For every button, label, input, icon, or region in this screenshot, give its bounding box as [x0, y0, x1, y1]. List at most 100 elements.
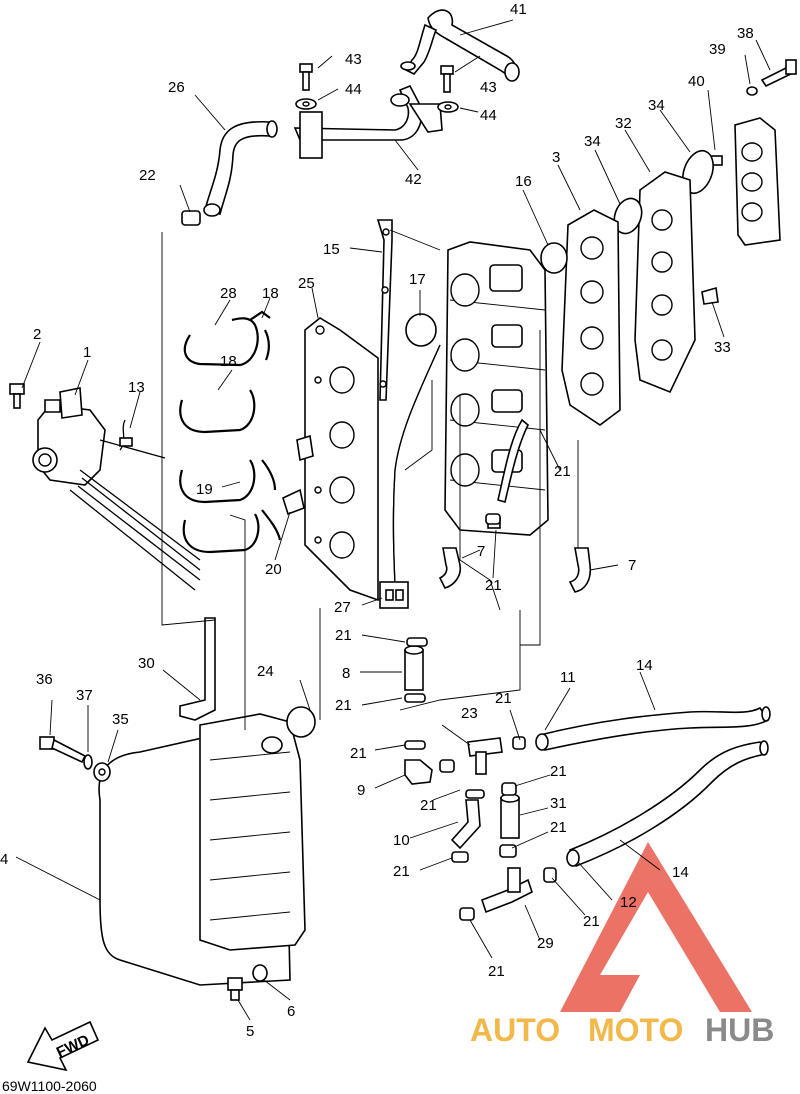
callout-7-left: 7 [477, 543, 485, 560]
clip-22 [181, 210, 201, 226]
washer-6 [252, 964, 268, 982]
callout-22: 22 [139, 167, 156, 184]
callout-25: 25 [298, 275, 315, 292]
callout-21-g: 21 [420, 797, 437, 814]
callout-37: 37 [76, 687, 93, 704]
callout-26: 26 [168, 79, 185, 96]
cover-plate-top-right [734, 117, 781, 246]
callout-21-l: 21 [488, 963, 505, 980]
callout-13: 13 [128, 379, 145, 396]
callout-39: 39 [709, 41, 726, 58]
pipe-42 [293, 61, 443, 159]
gasket-25 [304, 317, 379, 602]
silencer-4 [98, 713, 306, 986]
callout-21-d: 21 [335, 697, 352, 714]
callout-labels: 1 2 3 4 5 6 7 7 8 9 10 11 12 13 14 14 15… [0, 1, 754, 1040]
callout-14-bottom: 14 [672, 864, 689, 881]
callout-34-right: 34 [648, 97, 665, 114]
bolt-38 [760, 59, 797, 88]
callout-43-left: 43 [345, 51, 362, 68]
callout-4: 4 [0, 851, 8, 868]
callout-32: 32 [615, 115, 632, 132]
hose-31 [500, 793, 520, 839]
callout-3: 3 [552, 149, 560, 166]
diagram-code: 69W1100-2060 [2, 1078, 97, 1094]
callout-10: 10 [393, 832, 410, 849]
gasket-32 [634, 171, 696, 394]
callout-33: 33 [714, 339, 731, 356]
callout-38: 38 [737, 25, 754, 42]
callout-21-b: 21 [485, 577, 502, 594]
washer-39 [746, 86, 758, 96]
guide-lines [161, 229, 579, 730]
hose-bundle-28-18-19 [179, 310, 282, 554]
fwd-arrow-icon: FWD [26, 1020, 100, 1072]
bolt-43-right [437, 65, 459, 113]
callout-28: 28 [220, 285, 237, 302]
callout-21-i: 21 [550, 819, 567, 836]
connector-20 [282, 488, 305, 516]
callout-27: 27 [334, 599, 351, 616]
bolt-36 [39, 736, 87, 764]
screw-33 [701, 286, 719, 305]
harness-27 [379, 344, 441, 609]
washer-37 [83, 754, 93, 770]
fuel-pump-1 [32, 387, 201, 591]
callout-41: 41 [510, 1, 527, 18]
bracket-15 [376, 219, 393, 401]
callout-29: 29 [537, 935, 554, 952]
watermark-hub: HUB [705, 1012, 774, 1048]
callout-35: 35 [112, 711, 129, 728]
gasket-3 [561, 209, 621, 426]
hose-41 [404, 9, 520, 82]
callout-34-left: 34 [584, 133, 601, 150]
callout-21-a: 21 [554, 463, 571, 480]
callout-9: 9 [357, 782, 365, 799]
tee-29 [480, 867, 533, 914]
gasket-24 [286, 706, 316, 738]
callout-24: 24 [257, 663, 274, 680]
callout-44-left: 44 [345, 81, 362, 98]
callout-40: 40 [688, 73, 705, 90]
rod-30 [179, 617, 216, 721]
callout-30: 30 [138, 655, 155, 672]
hose-13 [119, 419, 133, 451]
callout-8: 8 [342, 665, 350, 682]
hose-11-14 [535, 706, 771, 868]
collar-35 [93, 762, 111, 782]
callout-18-top: 18 [262, 285, 279, 302]
callout-42: 42 [405, 171, 422, 188]
callout-16: 16 [515, 173, 532, 190]
screw-5 [227, 977, 243, 1001]
callout-43-right: 43 [480, 79, 497, 96]
callout-20: 20 [265, 561, 282, 578]
clamp-8 [404, 645, 424, 691]
leader-lines [15, 19, 771, 1021]
callout-14-top: 14 [636, 657, 653, 674]
callout-21-f: 21 [495, 690, 512, 707]
callout-44-right: 44 [480, 107, 497, 124]
callout-2: 2 [33, 326, 41, 343]
callout-6: 6 [287, 1003, 295, 1020]
callout-15: 15 [323, 241, 340, 258]
hose-10 [450, 799, 481, 850]
small-clips-21 [404, 513, 557, 921]
o-ring-17 [405, 313, 437, 347]
watermark-logo [560, 842, 752, 1012]
bolt-43-left [295, 63, 317, 110]
screw-2 [9, 383, 25, 409]
callout-19: 19 [196, 481, 213, 498]
callout-21-j: 21 [393, 863, 410, 880]
callout-7-right: 7 [628, 557, 636, 574]
hose-7-left [438, 547, 462, 589]
watermark-auto: AUTO [470, 1012, 560, 1048]
carburetor-stack [444, 241, 549, 536]
callout-21-e: 21 [350, 745, 367, 762]
callout-5: 5 [246, 1023, 254, 1040]
callout-1: 1 [83, 344, 91, 361]
callout-18-mid: 18 [220, 353, 237, 370]
o-ring-16 [540, 242, 568, 274]
callout-21-k: 21 [583, 913, 600, 930]
